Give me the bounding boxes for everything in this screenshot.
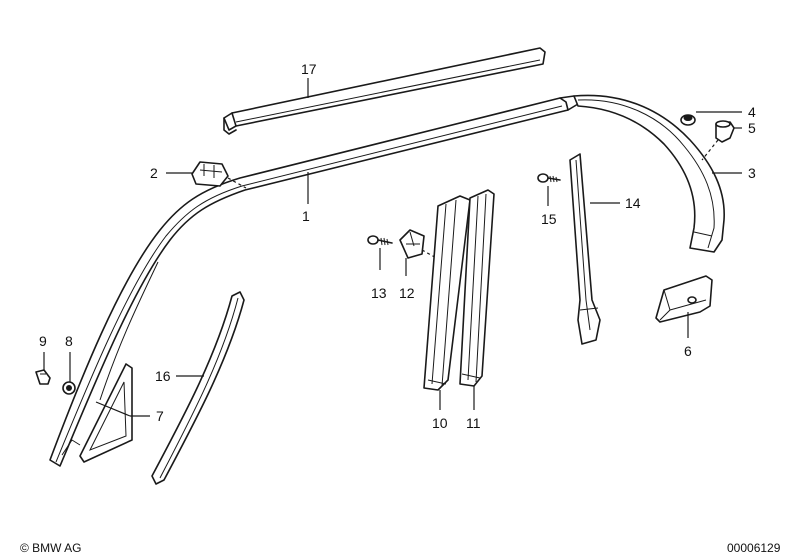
part-14-pillar-cover xyxy=(569,153,601,345)
part-4-grommet xyxy=(680,114,696,126)
part-7-corner-piece xyxy=(79,363,133,463)
label-2: 2 xyxy=(150,165,158,181)
label-17: 17 xyxy=(301,61,317,77)
dash-5 xyxy=(701,139,719,161)
copyright: © BMW AG xyxy=(20,541,82,555)
part-15-screw xyxy=(537,173,561,183)
label-12: 12 xyxy=(399,285,415,301)
part-5-plug xyxy=(715,120,735,143)
part-2-clip xyxy=(191,161,229,187)
part-3-rear-molding xyxy=(573,94,725,253)
label-4: 4 xyxy=(748,104,756,120)
part-11-pillar-strip xyxy=(459,189,495,387)
part-9-screw xyxy=(35,369,51,385)
label-7: 7 xyxy=(156,408,164,424)
label-9: 9 xyxy=(39,333,47,349)
part-12-clip xyxy=(399,229,425,259)
part-17-molding xyxy=(223,47,546,135)
label-16: 16 xyxy=(155,368,171,384)
label-14: 14 xyxy=(625,195,641,211)
label-13: 13 xyxy=(371,285,387,301)
label-10: 10 xyxy=(432,415,448,431)
label-6: 6 xyxy=(684,343,692,359)
label-8: 8 xyxy=(65,333,73,349)
diagram-id: 00006129 xyxy=(727,541,781,555)
label-1: 1 xyxy=(302,208,310,224)
part-10-pillar-strip xyxy=(423,195,471,391)
part-13-screw xyxy=(367,235,393,246)
label-11: 11 xyxy=(466,415,481,431)
part-6-end-cap xyxy=(655,275,713,323)
leader-7b xyxy=(95,401,131,417)
label-15: 15 xyxy=(541,211,557,227)
label-3: 3 xyxy=(748,165,756,181)
part-8-nut xyxy=(62,381,76,395)
part-16-strip xyxy=(151,291,245,485)
label-5: 5 xyxy=(748,120,756,136)
